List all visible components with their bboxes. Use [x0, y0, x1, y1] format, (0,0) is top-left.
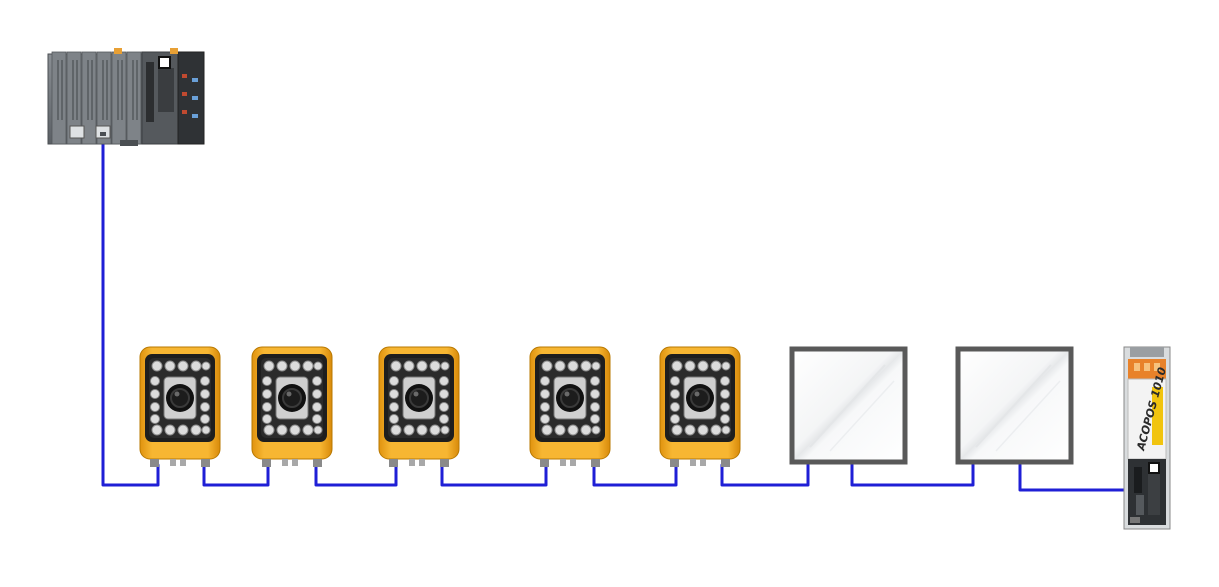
glass-panel-icon	[958, 349, 1071, 462]
cable-camera-4-to-camera-5	[592, 463, 678, 487]
smart-camera-icon	[378, 346, 460, 468]
cable-camera-3-to-camera-4	[440, 463, 548, 487]
smart-camera-icon	[251, 346, 333, 468]
smart-camera-icon	[529, 346, 611, 468]
cable-panel-1-to-panel-2	[850, 463, 975, 487]
smart-camera-icon	[659, 346, 741, 468]
smart-camera-icon	[139, 346, 221, 468]
servo-drive-icon: ACOPOS 1010	[1123, 346, 1171, 530]
cable-panel-2-to-drive	[1018, 463, 1134, 492]
network-cables	[101, 134, 1134, 492]
cable-camera-1-to-camera-2	[202, 463, 270, 487]
cable-camera-5-to-panel-1	[720, 463, 810, 487]
glass-panel-icon	[792, 349, 905, 462]
plc-controller-icon	[47, 48, 205, 146]
cable-plc-to-camera-1	[101, 134, 160, 487]
cable-camera-2-to-camera-3	[314, 463, 398, 487]
